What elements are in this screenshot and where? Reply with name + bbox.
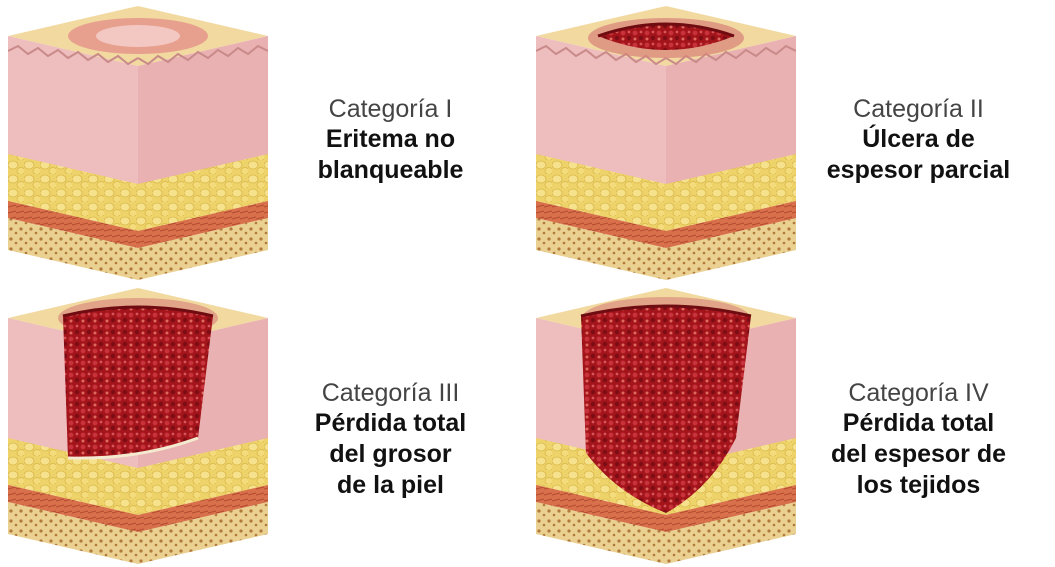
stage-3-category: Categoría III [322,378,460,408]
stage-3-tissue-illustration [8,288,268,564]
stage-2-panel: Categoría II Úlcera de espesor parcial [528,0,1055,283]
stage-4-category: Categoría IV [848,378,988,408]
stage-2-category: Categoría II [853,94,984,124]
stage-1-category: Categoría I [329,94,453,124]
stage-4-description: Pérdida total del espesor de los tejidos [831,408,1006,501]
erythema-lesion [68,18,208,54]
stage-3-panel: Categoría III Pérdida total del grosor d… [0,284,527,567]
stage-1-description: Eritema no blanqueable [318,124,464,186]
stage-3-caption: Categoría III Pérdida total del grosor d… [268,284,513,567]
partial-thickness-ulcer [588,18,744,58]
full-skin-thickness-wound [58,298,218,458]
stage-1-caption: Categoría I Eritema no blanqueable [268,0,513,283]
stage-2-description: Úlcera de espesor parcial [827,124,1010,186]
stage-4-panel: Categoría IV Pérdida total del espesor d… [528,284,1055,567]
stage-4-tissue-illustration [536,288,796,564]
stage-3-description: Pérdida total del grosor de la piel [315,408,466,501]
stage-1-tissue-illustration [8,6,268,280]
stage-2-tissue-illustration [536,6,796,280]
stage-1-panel: Categoría I Eritema no blanqueable [0,0,527,283]
stage-2-caption: Categoría II Úlcera de espesor parcial [796,0,1041,283]
stage-4-caption: Categoría IV Pérdida total del espesor d… [796,284,1041,567]
